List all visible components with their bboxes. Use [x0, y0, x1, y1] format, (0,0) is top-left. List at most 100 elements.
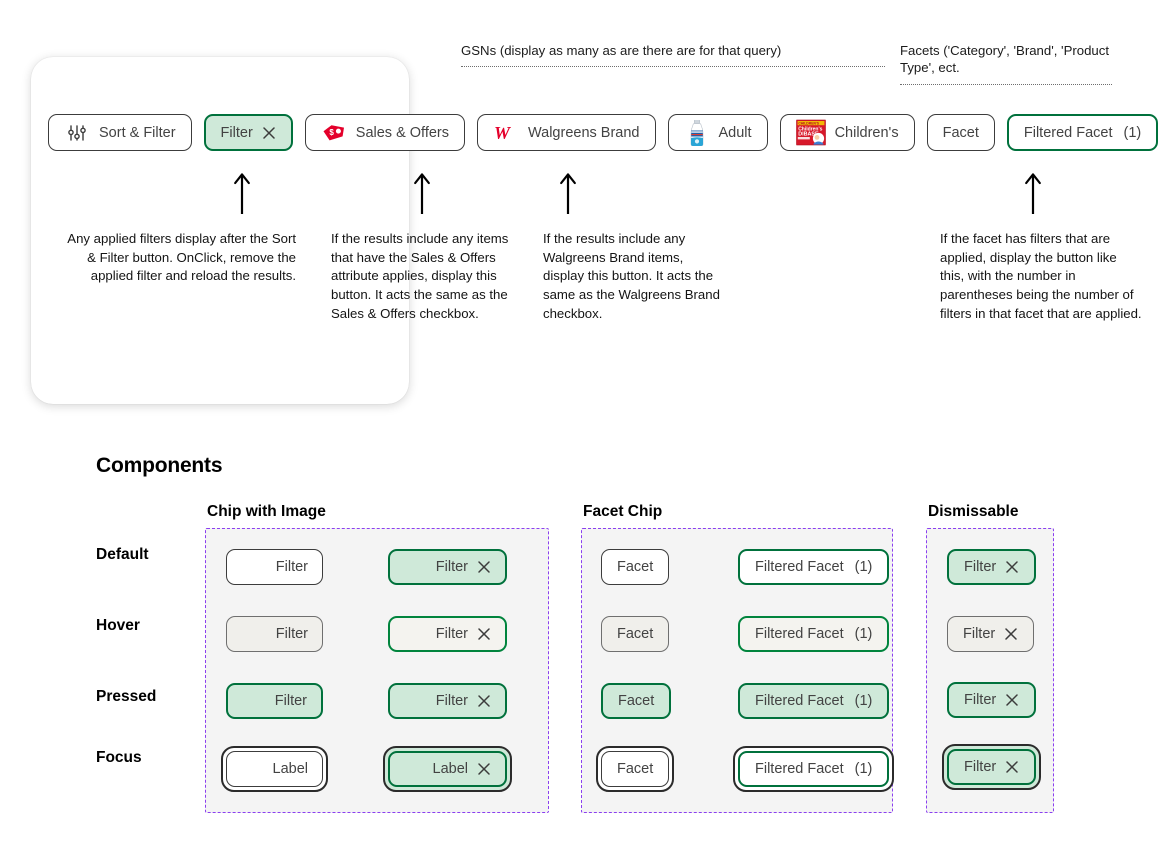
row-label-pressed: Pressed	[96, 688, 157, 705]
close-icon[interactable]	[1005, 560, 1019, 574]
facets-bracket-note: Facets ('Category', 'Brand', 'Product Ty…	[900, 42, 1112, 85]
row-label-focus: Focus	[96, 749, 142, 766]
dismissable-hover[interactable]: Filter	[947, 616, 1035, 652]
row-label-hover: Hover	[96, 617, 140, 634]
chip-walgreens-brand[interactable]: W Walgreens Brand	[477, 114, 656, 151]
page-title: Components	[96, 454, 223, 477]
arrow-up-applied-filter	[232, 171, 252, 215]
chip-label: Filter	[964, 559, 997, 575]
close-icon[interactable]	[477, 694, 491, 708]
filter-count: (1)	[854, 693, 873, 709]
chip-with-image-focus[interactable]: Label	[226, 751, 323, 787]
chip-label: Filter	[275, 559, 308, 575]
chip-label: Filtered Facet	[755, 761, 844, 777]
arrow-up-walgreens-brand	[558, 171, 578, 215]
facet-chip-focus-filtered[interactable]: Filtered Facet (1)	[738, 751, 890, 787]
svg-text:Children's: Children's	[798, 126, 822, 132]
gsn-bracket-note: GSNs (display as many as are there are f…	[461, 42, 885, 68]
mouthwash-bottle-thumbnail	[684, 119, 710, 146]
arrow-up-filtered-facet	[1023, 171, 1043, 215]
chip-with-image-pressed[interactable]: Filter	[226, 683, 323, 719]
filter-count: (1)	[1123, 124, 1142, 141]
column-header-facet-chip: Facet Chip	[583, 503, 663, 520]
chip-applied-filter[interactable]: Filter	[203, 114, 293, 151]
chip-facet[interactable]: Facet	[926, 114, 995, 151]
walgreens-w-icon: W	[493, 120, 519, 146]
chip-childrens[interactable]: CHILDREN'S Children's DIBASE Children's	[779, 114, 915, 151]
gsn-bracket-rule	[461, 66, 885, 68]
facet-chip-pressed[interactable]: Facet	[601, 683, 672, 719]
chip-sort-filter[interactable]: Sort & Filter	[48, 114, 192, 151]
close-icon[interactable]	[477, 762, 491, 776]
filter-count: (1)	[854, 559, 873, 575]
chip-label: Filter	[964, 692, 997, 708]
filter-count: (1)	[854, 626, 873, 642]
chip-filtered-facet[interactable]: Filtered Facet (1)	[1006, 114, 1159, 151]
facet-chip-default[interactable]: Facet	[601, 549, 670, 585]
chip-label: Filter	[275, 626, 308, 642]
dismissable-focus-ring: Filter	[942, 744, 1042, 790]
close-icon[interactable]	[477, 560, 491, 574]
row-label-default: Default	[96, 546, 149, 563]
chip-label: Filter	[964, 759, 997, 775]
childrens-medicine-box-thumbnail: CHILDREN'S Children's DIBASE	[795, 119, 826, 146]
facet-chip-hover[interactable]: Facet	[601, 616, 670, 652]
svg-text:W: W	[494, 123, 512, 143]
chip-label: Sort & Filter	[99, 124, 176, 141]
dismissable-default[interactable]: Filter	[947, 549, 1037, 585]
filter-count: (1)	[854, 761, 873, 777]
callout-sales-offers: If the results include any items that ha…	[331, 231, 509, 321]
gsn-bracket-text: GSNs (display as many as are there are f…	[461, 43, 782, 58]
chip-with-image-hover-selected[interactable]: Filter	[388, 616, 507, 652]
close-icon[interactable]	[262, 126, 276, 140]
chip-with-image-default[interactable]: Filter	[226, 549, 323, 585]
facet-chip-focus-ring: Facet	[596, 746, 675, 792]
chip-label: Label	[432, 761, 468, 777]
chip-with-image-focus-selected[interactable]: Label	[388, 751, 507, 787]
svg-text:CHILDREN'S: CHILDREN'S	[798, 122, 819, 126]
chip-label: Children's	[834, 124, 899, 141]
arrow-up-sales-offers	[412, 171, 432, 215]
facet-chip-default-filtered[interactable]: Filtered Facet (1)	[738, 549, 890, 585]
facet-chip-pressed-filtered[interactable]: Filtered Facet (1)	[738, 683, 890, 719]
chip-label: Walgreens Brand	[528, 124, 640, 141]
chip-with-image-default-selected[interactable]: Filter	[388, 549, 507, 585]
chip-label: Filtered Facet	[1023, 124, 1113, 141]
price-tag-icon: $	[321, 120, 347, 146]
sliders-icon	[64, 120, 90, 146]
close-icon[interactable]	[1005, 760, 1019, 774]
chip-label: Filtered Facet	[755, 626, 844, 642]
chip-label: Facet	[617, 559, 654, 575]
chip-label: Filter	[435, 559, 468, 575]
chip-label: Label	[272, 761, 308, 777]
callout-walgreens-brand: If the results include any Walgreens Bra…	[543, 231, 720, 321]
facet-chip-focus-filtered-ring: Filtered Facet (1)	[733, 746, 895, 792]
chip-label: Filtered Facet	[755, 693, 844, 709]
facets-bracket-rule	[900, 83, 1112, 85]
chip-label: Facet	[617, 626, 654, 642]
close-icon[interactable]	[1005, 693, 1019, 707]
filter-chip-row: Sort & Filter Filter $ Sales & Offers W …	[48, 114, 1159, 151]
svg-text:$: $	[329, 128, 334, 137]
callout-applied-filter: Any applied filters display after the So…	[67, 231, 296, 284]
column-header-chip-with-image: Chip with Image	[207, 503, 326, 520]
chip-with-image-hover[interactable]: Filter	[226, 616, 323, 652]
chip-with-image-pressed-selected[interactable]: Filter	[388, 683, 507, 719]
chip-adult[interactable]: Adult	[667, 114, 768, 151]
column-header-dismissable: Dismissable	[928, 503, 1019, 520]
facet-chip-focus[interactable]: Facet	[601, 751, 670, 787]
callout-filtered-facet: If the facet has filters that are applie…	[940, 231, 1142, 321]
chip-label: Sales & Offers	[355, 124, 449, 141]
svg-text:DIBASE: DIBASE	[798, 131, 819, 137]
chip-sales-offers[interactable]: $ Sales & Offers	[304, 114, 465, 151]
close-icon[interactable]	[477, 627, 491, 641]
close-icon[interactable]	[1004, 627, 1018, 641]
dismissable-focus[interactable]: Filter	[947, 749, 1037, 785]
chip-label: Adult	[718, 124, 752, 141]
chip-label: Filter	[963, 626, 996, 642]
facets-bracket-text: Facets ('Category', 'Brand', 'Product Ty…	[900, 43, 1110, 76]
chip-label: Filter	[435, 693, 468, 709]
dismissable-pressed[interactable]: Filter	[947, 682, 1037, 718]
facet-chip-hover-filtered[interactable]: Filtered Facet (1)	[738, 616, 890, 652]
chip-label: Facet	[618, 693, 655, 709]
